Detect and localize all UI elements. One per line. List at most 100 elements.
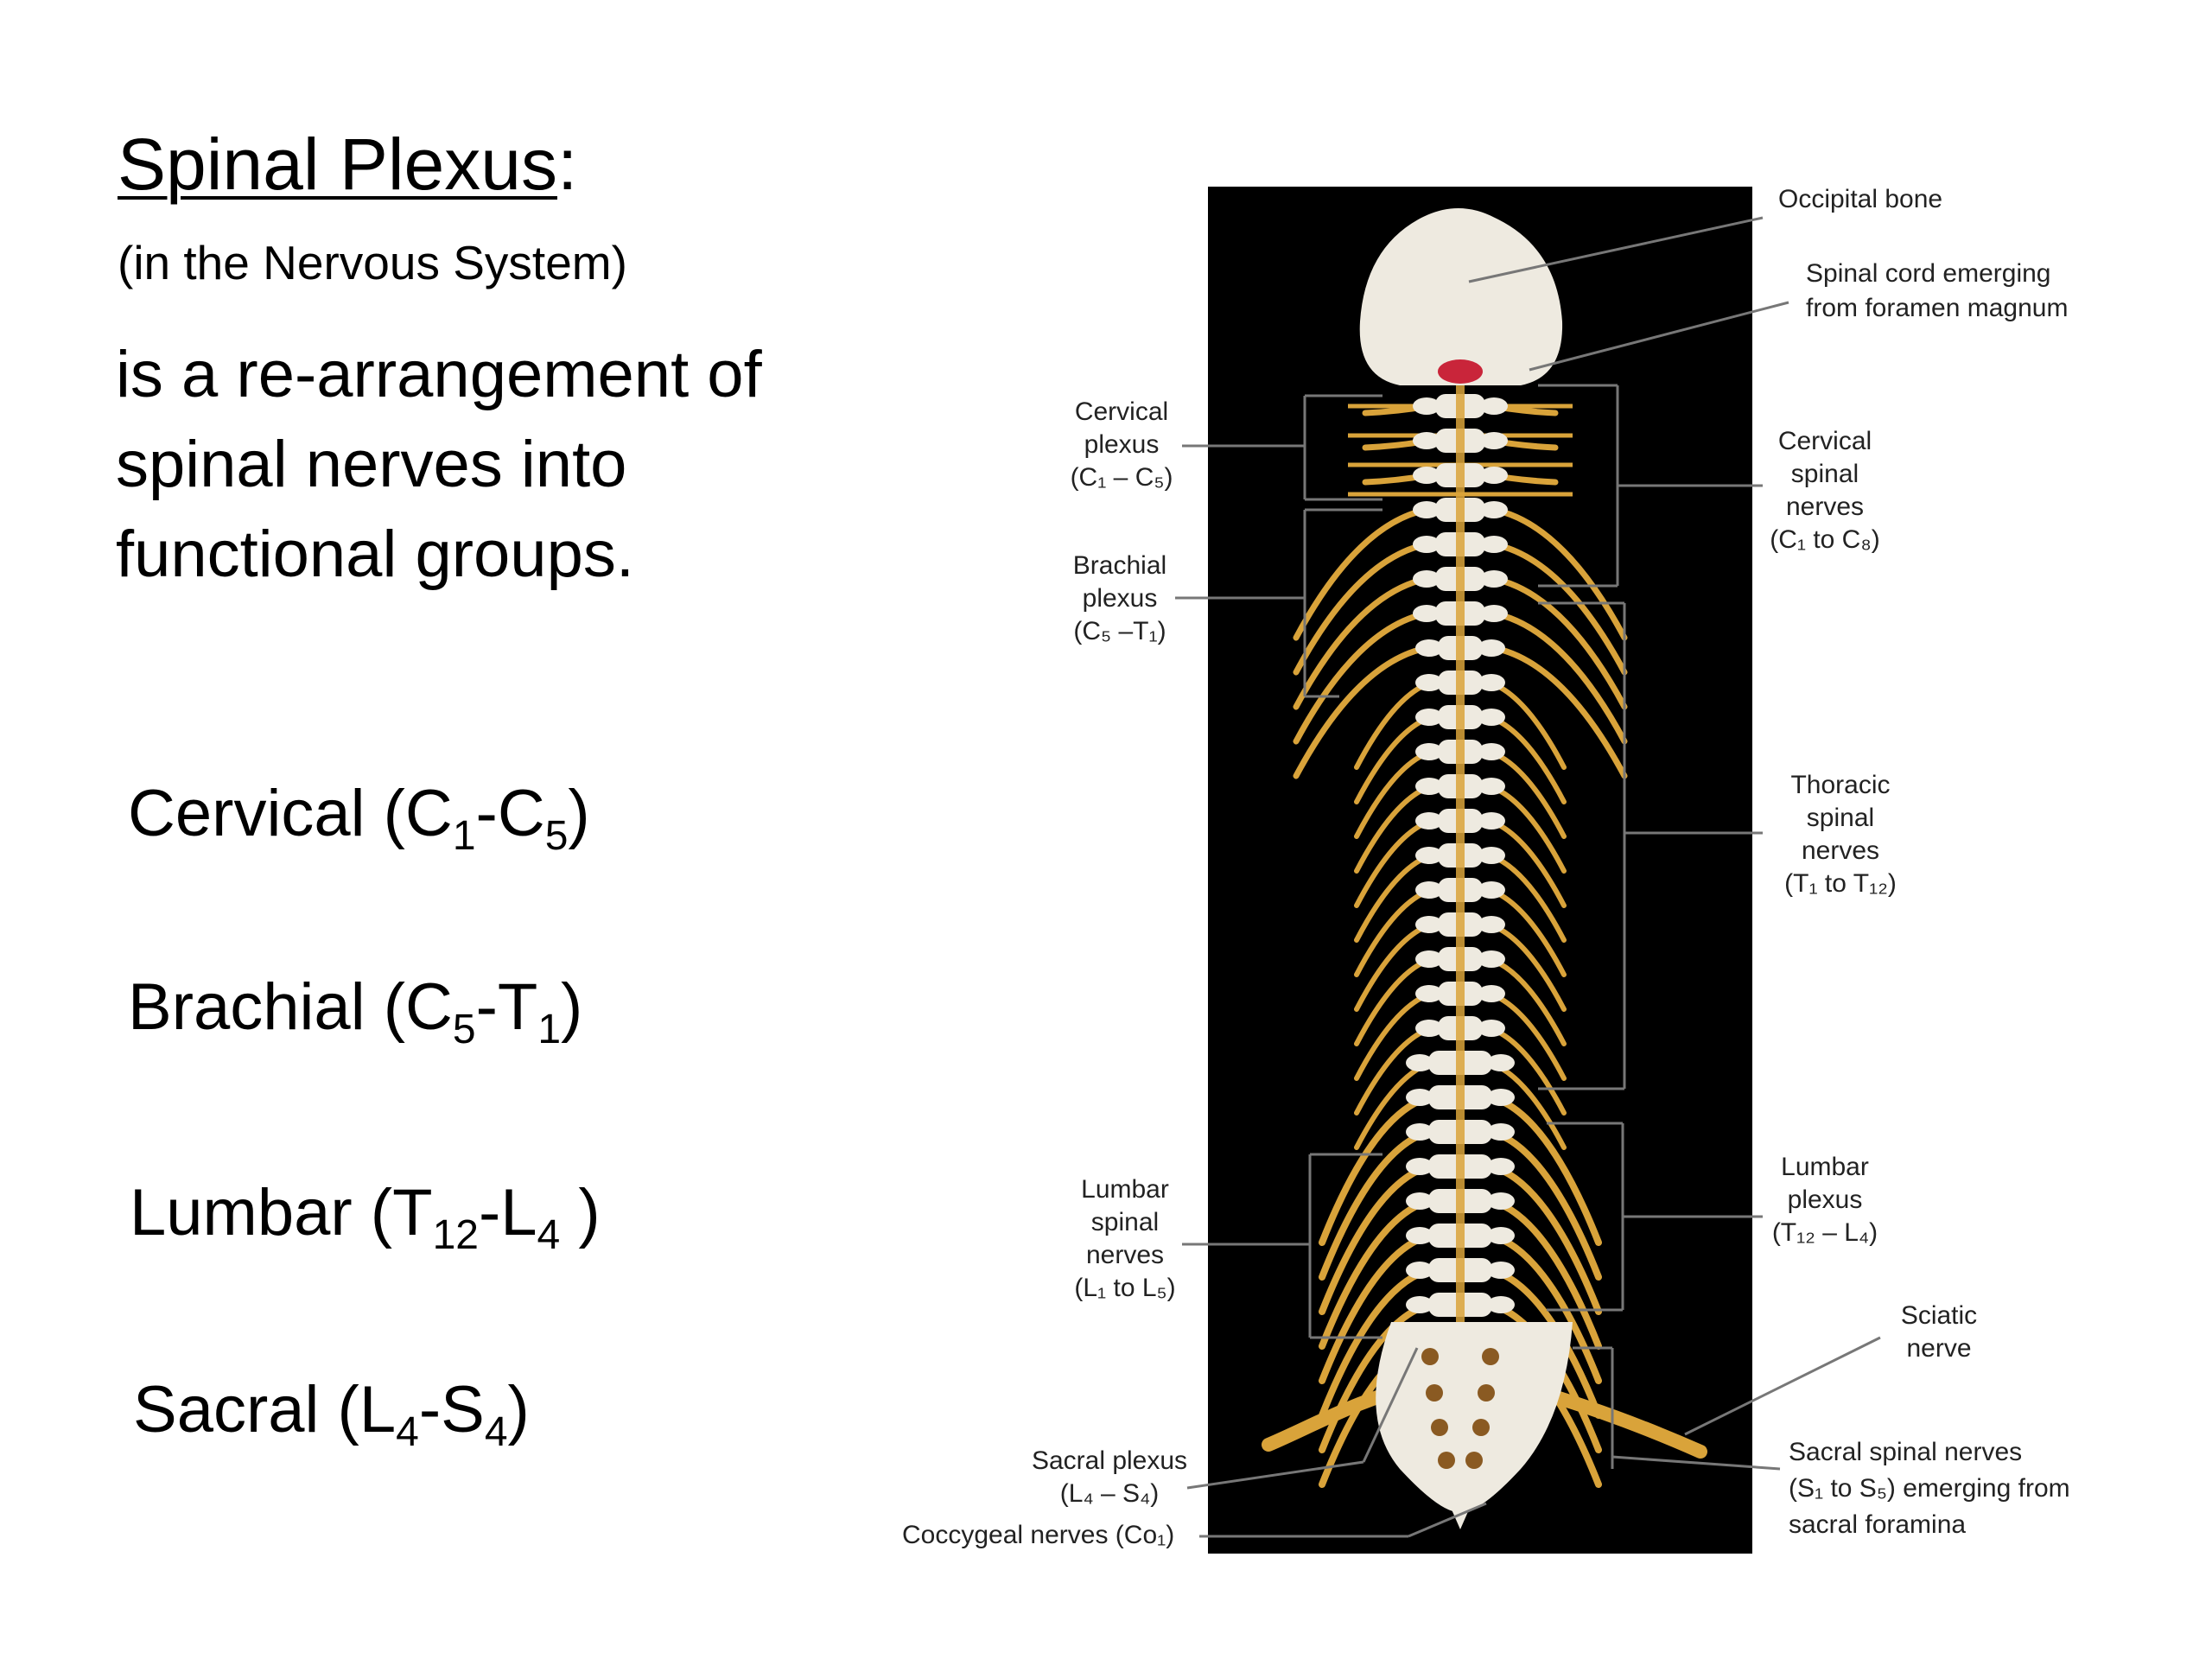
plexus-name: Lumbar ( <box>130 1176 393 1249</box>
spine-illustration <box>1262 208 1707 1529</box>
transverse-process <box>1478 778 1505 795</box>
transverse-process <box>1415 778 1443 795</box>
plexus-name: Cervical ( <box>128 777 405 850</box>
transverse-process <box>1415 950 1443 968</box>
leader-line <box>1529 301 1789 372</box>
plexus-close: ) <box>561 970 583 1044</box>
transverse-process <box>1480 397 1508 415</box>
plexus-start-index: 12 <box>432 1212 479 1258</box>
plexus-item-lumbar: Lumbar (T12-L4 ) <box>130 1180 601 1256</box>
transverse-process <box>1480 605 1508 622</box>
transverse-process <box>1480 570 1508 588</box>
transverse-process <box>1415 743 1443 760</box>
transverse-process <box>1406 1296 1433 1313</box>
plexus-start-letter: C <box>404 777 453 850</box>
sacral-foramen <box>1431 1419 1448 1436</box>
plexus-start-index: 1 <box>452 813 476 859</box>
transverse-process <box>1487 1158 1515 1175</box>
transverse-process <box>1413 432 1440 449</box>
transverse-process <box>1487 1089 1515 1106</box>
transverse-process <box>1478 812 1505 830</box>
plexus-end-letter: S <box>441 1373 485 1446</box>
plexus-item-sacral: Sacral (L4-S4) <box>133 1377 530 1453</box>
transverse-process <box>1415 881 1443 899</box>
intro-text: is a re-arrangement of spinal nerves int… <box>116 330 762 600</box>
transverse-process <box>1480 467 1508 484</box>
transverse-process <box>1487 1296 1515 1313</box>
sacral-foramen <box>1482 1348 1499 1365</box>
plexus-start-letter: T <box>392 1176 433 1249</box>
plexus-separator: - <box>418 1373 442 1446</box>
transverse-process <box>1415 639 1443 657</box>
plexus-end-letter: L <box>500 1176 537 1249</box>
transverse-process <box>1406 1054 1433 1071</box>
transverse-process <box>1415 985 1443 1002</box>
transverse-process <box>1406 1227 1433 1244</box>
transverse-process <box>1487 1227 1515 1244</box>
transverse-process <box>1415 847 1443 864</box>
slide-title: Spinal Plexus: <box>118 128 577 200</box>
transverse-process <box>1478 709 1505 726</box>
plexus-close: ) <box>560 1176 601 1249</box>
sacral-foramen <box>1465 1452 1483 1469</box>
spinal-cord <box>1456 380 1465 1331</box>
plexus-start-letter: L <box>359 1373 397 1446</box>
sacral-foramen <box>1438 1452 1455 1469</box>
transverse-process <box>1406 1123 1433 1141</box>
plexus-start-index: 5 <box>452 1007 476 1052</box>
sacral-foramen <box>1426 1384 1443 1402</box>
sacral-foramen <box>1478 1384 1495 1402</box>
leader-lines <box>1175 216 1881 1538</box>
label-sacral-spinal-nerves: Sacral spinal nerves(S₁ to S₅) emerging … <box>1789 1438 2070 1539</box>
transverse-process <box>1478 847 1505 864</box>
transverse-process <box>1415 709 1443 726</box>
transverse-process <box>1478 674 1505 691</box>
plexus-start-letter: C <box>405 970 453 1044</box>
transverse-process <box>1413 570 1440 588</box>
plexus-separator: - <box>475 970 498 1044</box>
transverse-process <box>1487 1054 1515 1071</box>
plexus-close: ) <box>568 777 590 850</box>
transverse-process <box>1415 674 1443 691</box>
label-sacral-plexus: Sacral plexus(L₄ – S₄) <box>1032 1446 1187 1508</box>
intro-line: is a re-arrangement of <box>116 338 762 411</box>
plexus-end-index: 4 <box>537 1212 561 1258</box>
plexus-item-cervical: Cervical (C1-C5) <box>128 781 590 857</box>
leader-line <box>1611 1455 1781 1471</box>
transverse-process <box>1487 1262 1515 1279</box>
occipital-bone <box>1359 208 1563 385</box>
transverse-process <box>1415 812 1443 830</box>
transverse-process <box>1406 1262 1433 1279</box>
label-coccygeal-nerves: Coccygeal nerves (Co₁) <box>902 1521 1174 1549</box>
transverse-process <box>1480 501 1508 518</box>
plexus-start-index: 4 <box>396 1409 419 1455</box>
plexus-separator: - <box>478 1176 501 1249</box>
transverse-process <box>1415 1020 1443 1037</box>
transverse-process <box>1478 881 1505 899</box>
leader-line <box>1186 1460 1364 1490</box>
plexus-end-index: 4 <box>484 1409 508 1455</box>
transverse-process <box>1413 536 1440 553</box>
transverse-process <box>1406 1089 1433 1106</box>
transverse-process <box>1487 1192 1515 1210</box>
transverse-process <box>1478 985 1505 1002</box>
transverse-process <box>1413 467 1440 484</box>
plexus-end-index: 1 <box>537 1007 562 1052</box>
label-occipital-bone: Occipital bone <box>1778 185 1942 213</box>
leader-line <box>1684 1336 1881 1436</box>
plexus-separator: - <box>475 777 498 850</box>
plexus-close: ) <box>507 1373 530 1446</box>
transverse-process <box>1406 1158 1433 1175</box>
plexus-end-letter: T <box>497 970 538 1044</box>
slide-subtitle: (in the Nervous System) <box>118 236 627 289</box>
transverse-process <box>1413 501 1440 518</box>
